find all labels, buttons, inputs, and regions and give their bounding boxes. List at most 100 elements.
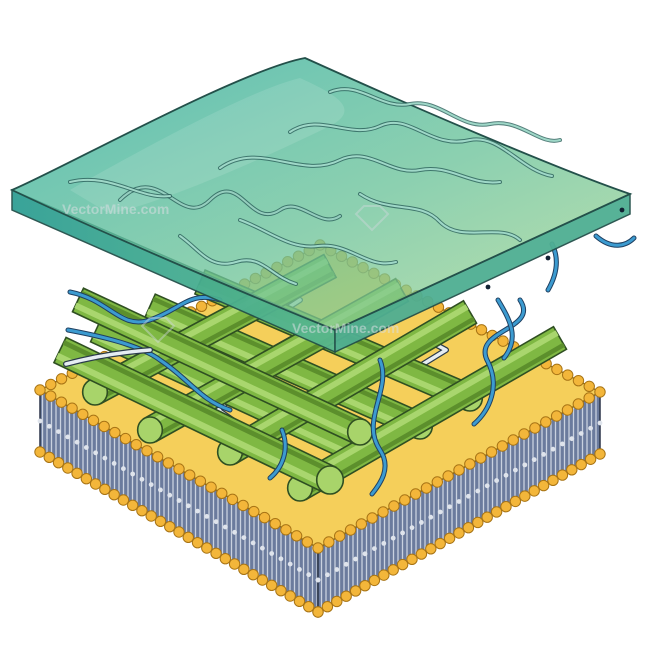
lipid-head [368, 574, 381, 587]
lipid-head [154, 515, 167, 528]
lipid-head [205, 481, 217, 493]
lipid-head [43, 451, 55, 464]
lipid-head [481, 511, 493, 523]
lipid-tail-gap [372, 546, 377, 551]
lipid-head [475, 324, 488, 336]
lipid-head [312, 542, 324, 554]
lipid-head [323, 536, 335, 548]
lipid-tail-gap [250, 540, 256, 546]
lipid-tail-gap [353, 556, 358, 562]
lipid-tail-gap [139, 476, 145, 482]
lipid-head [490, 506, 503, 518]
lipid-tail-gap [56, 429, 61, 434]
lipid-tail-gap [419, 520, 424, 525]
lipid-head [415, 548, 428, 560]
lipid-head [247, 568, 259, 581]
watermark-group: VectorMine.com VectorMine.com [62, 201, 399, 344]
lipid-tail-gap [560, 441, 565, 447]
lipid-tail-gap [569, 436, 575, 442]
lipid-tail-gap [400, 530, 405, 536]
lipid-tail-gap [597, 420, 603, 426]
lipid-tail-gap [121, 466, 126, 472]
lipid-head [572, 374, 585, 387]
lipid-head [366, 512, 378, 524]
lipid-head [388, 500, 400, 512]
lipid-head [173, 526, 185, 538]
lipid-tail-gap [531, 457, 537, 463]
lipid-head [472, 516, 484, 529]
lipid-head [98, 420, 110, 433]
lipid-head [399, 494, 411, 506]
lipid-head [194, 475, 207, 487]
lipid-head [183, 469, 196, 481]
lipid-tail-gap [334, 567, 340, 572]
lipid-head [528, 485, 540, 497]
lipid-tail-gap [167, 492, 173, 498]
lipid-head [52, 456, 65, 469]
lipid-head [145, 510, 157, 522]
lipid-tail-gap [260, 545, 265, 551]
lipid-tail-gap [466, 493, 471, 499]
lipid-head [226, 493, 239, 506]
lipid-head [561, 404, 574, 416]
lipid-tail-gap [550, 446, 556, 452]
lipid-tail-gap [148, 482, 154, 487]
lipid-head [409, 488, 422, 500]
lipid-tail-gap [195, 508, 200, 514]
lipid-head [162, 457, 175, 469]
lipid-head [237, 499, 249, 512]
lipid-head [431, 476, 444, 488]
lipid-tail-gap [484, 483, 490, 489]
lipid-head [453, 527, 465, 539]
lipid-head [293, 595, 306, 608]
membrane-edge-heads [34, 418, 606, 618]
lipid-head [228, 558, 241, 570]
lipid-tail-gap [222, 524, 228, 530]
lipid-head [210, 547, 222, 560]
lipid-head [583, 392, 595, 404]
lipid-tail-gap [475, 488, 481, 494]
lipid-head [377, 506, 389, 518]
lipid-head [275, 584, 287, 597]
lipid-head [66, 402, 78, 414]
lipid-tail-gap [232, 529, 238, 535]
lipid-tail-gap [297, 567, 302, 572]
lipid-head [507, 434, 519, 446]
lipid-tail-gap [185, 503, 191, 509]
lipid-head [529, 422, 541, 434]
lipid-tail-gap [213, 519, 219, 525]
lipid-tail-gap [74, 439, 80, 445]
lipid-head [80, 472, 93, 485]
watermark-text: VectorMine.com [292, 320, 399, 336]
lipid-head [256, 574, 269, 586]
lipid-head [303, 600, 315, 613]
lipid-head [584, 453, 597, 465]
lipid-tail-gap [241, 535, 247, 540]
lipid-head [442, 470, 454, 482]
lipid-head [34, 384, 46, 396]
sheet-embedded-fibers [68, 87, 562, 286]
lipid-tail-gap [65, 434, 71, 440]
lipid-head [333, 530, 346, 542]
lipid-head [443, 532, 456, 544]
lipid-head [108, 488, 120, 501]
lipid-tail-gap [447, 504, 452, 510]
lipid-head [87, 414, 100, 427]
lipid-head [238, 563, 250, 576]
lipid-head [71, 467, 83, 480]
lipid-head [265, 579, 278, 592]
sheet-highlight [70, 78, 345, 214]
sheet-edge-hole [619, 207, 625, 213]
lipid-tail-gap [381, 540, 387, 546]
sheet-edge-hole [485, 284, 491, 290]
lipid-tail-gap [456, 499, 462, 504]
lipid-head [561, 369, 574, 381]
lipid-head [44, 390, 57, 402]
lipid-tail-gap [494, 478, 499, 483]
lipid-head [136, 504, 148, 517]
lipid-head [566, 464, 578, 476]
lipid-head [109, 426, 121, 439]
lipid-head [355, 518, 368, 530]
lipid-head [496, 440, 509, 452]
